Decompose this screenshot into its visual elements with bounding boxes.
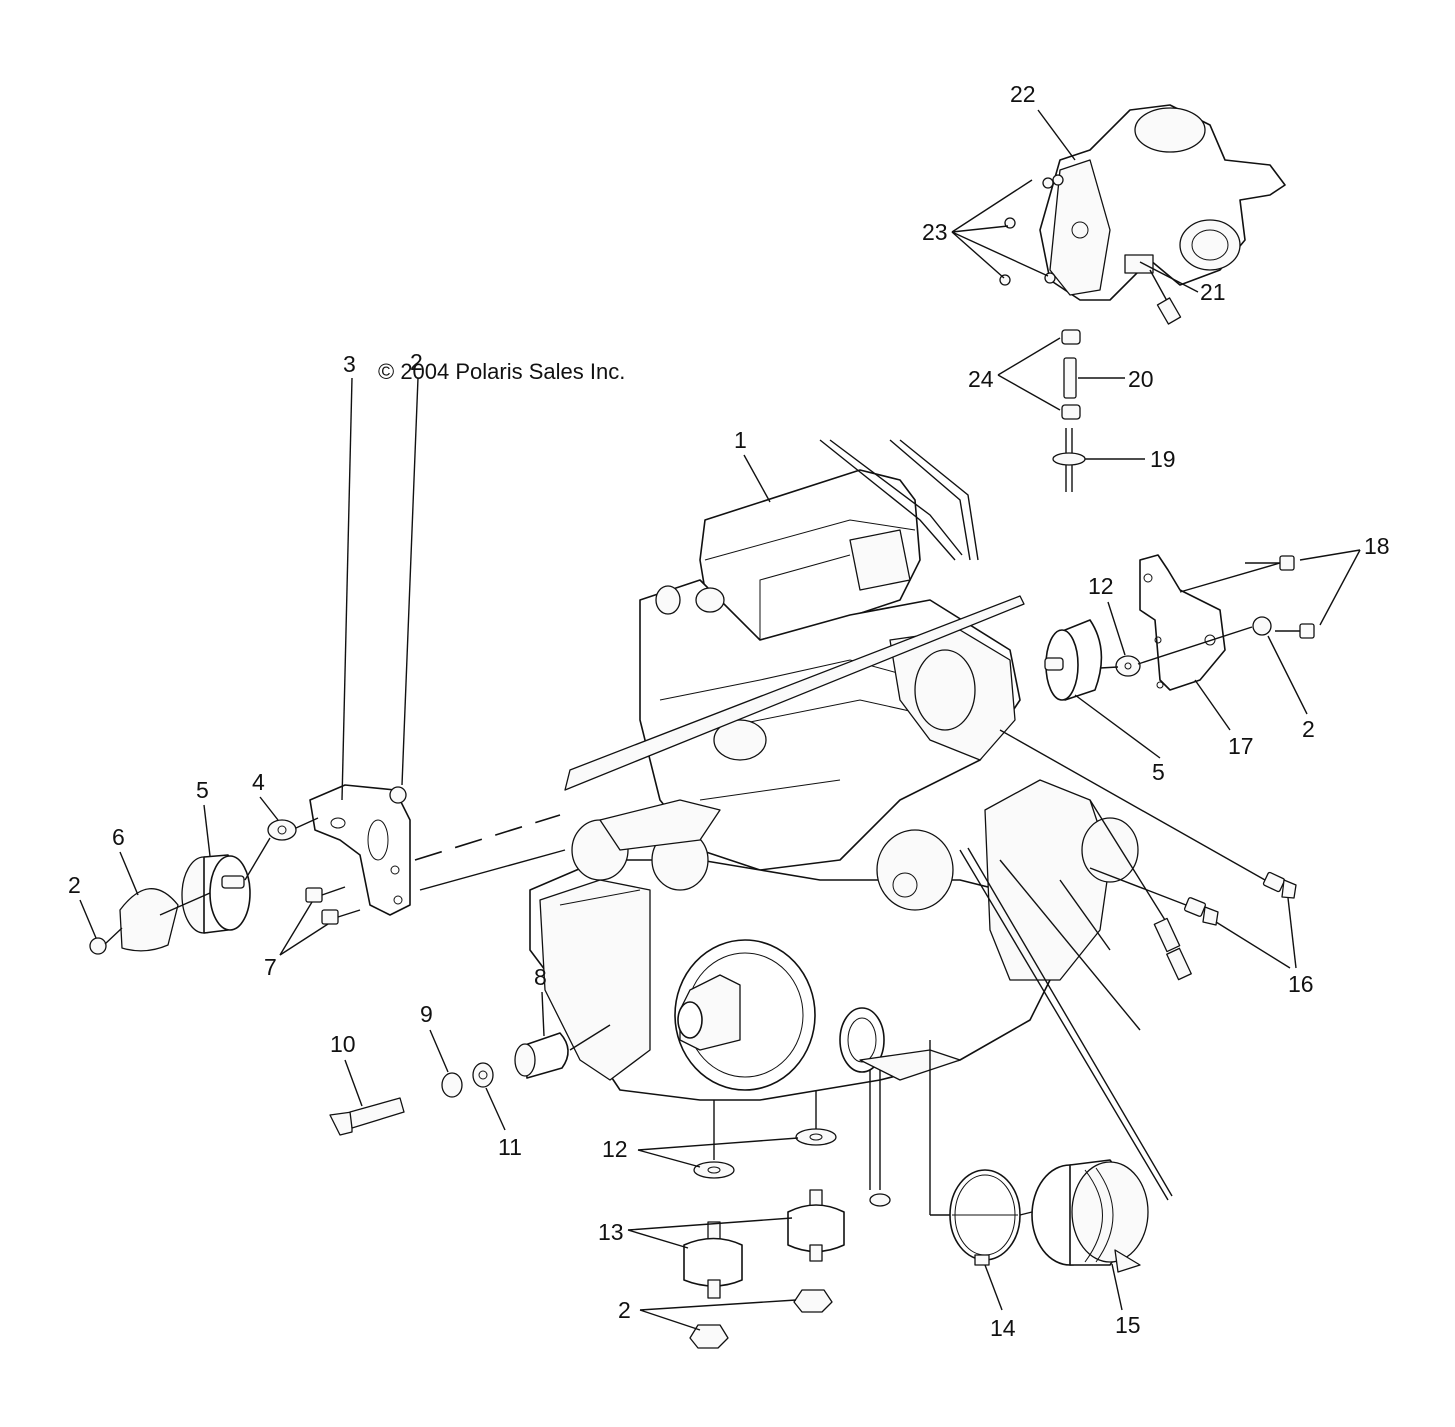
callout-8: 8	[534, 964, 547, 990]
callout-11: 11	[498, 1134, 522, 1160]
callout-18: 18	[1364, 533, 1390, 559]
callout-6: 6	[112, 824, 125, 850]
intake-boot-15	[1031, 1159, 1149, 1273]
callout-4: 4	[252, 769, 265, 795]
nut-2-right	[1252, 616, 1272, 636]
callout-17: 17	[1228, 733, 1254, 759]
washer-4	[267, 819, 297, 841]
callout-23: 23	[922, 219, 948, 245]
left-mount-bracket	[309, 784, 411, 916]
left-rubber-mount	[181, 854, 251, 934]
engine-block	[529, 439, 1192, 1207]
callout-16: 16	[1288, 971, 1314, 997]
callout-5-right: 5	[1152, 759, 1165, 785]
callout-15: 15	[1115, 1312, 1141, 1338]
bolts-16	[999, 729, 1297, 926]
copyright-text: © 2004 Polaris Sales Inc.	[378, 359, 625, 384]
callout-2-bottom: 2	[618, 1297, 631, 1323]
callout-2-nut: 2	[68, 872, 81, 898]
callout-24: 24	[968, 366, 994, 392]
bottom-mounts	[683, 1090, 845, 1349]
clamp-14	[949, 1169, 1021, 1266]
callout-3: 3	[343, 351, 356, 377]
callout-10: 10	[330, 1031, 356, 1057]
callout-2-right: 2	[1302, 716, 1315, 742]
washer-12-right	[1115, 655, 1141, 677]
nut-2-left	[89, 937, 107, 955]
right-mount-bracket	[1139, 554, 1226, 691]
throttle-body-assembly	[999, 104, 1286, 325]
callout-12-right: 12	[1088, 573, 1114, 599]
callout-12-bottom: 12	[602, 1136, 628, 1162]
callout-14: 14	[990, 1315, 1016, 1341]
sleeve-stack	[1052, 329, 1086, 492]
callout-9: 9	[420, 1001, 433, 1027]
callout-21: 21	[1200, 279, 1226, 305]
callout-19: 19	[1150, 446, 1176, 472]
front-bolt-stack	[329, 1024, 611, 1136]
right-rubber-mount	[1044, 619, 1103, 701]
heat-shield-6	[119, 888, 179, 952]
callout-1: 1	[734, 427, 747, 453]
bolts-7	[305, 886, 361, 925]
callout-7: 7	[264, 954, 277, 980]
callout-20: 20	[1128, 366, 1154, 392]
callout-5-left: 5	[196, 777, 209, 803]
callout-13: 13	[598, 1219, 624, 1245]
callout-22: 22	[1010, 81, 1036, 107]
callout-2-bracket: 2	[410, 349, 423, 375]
bolts-18	[1245, 555, 1315, 639]
